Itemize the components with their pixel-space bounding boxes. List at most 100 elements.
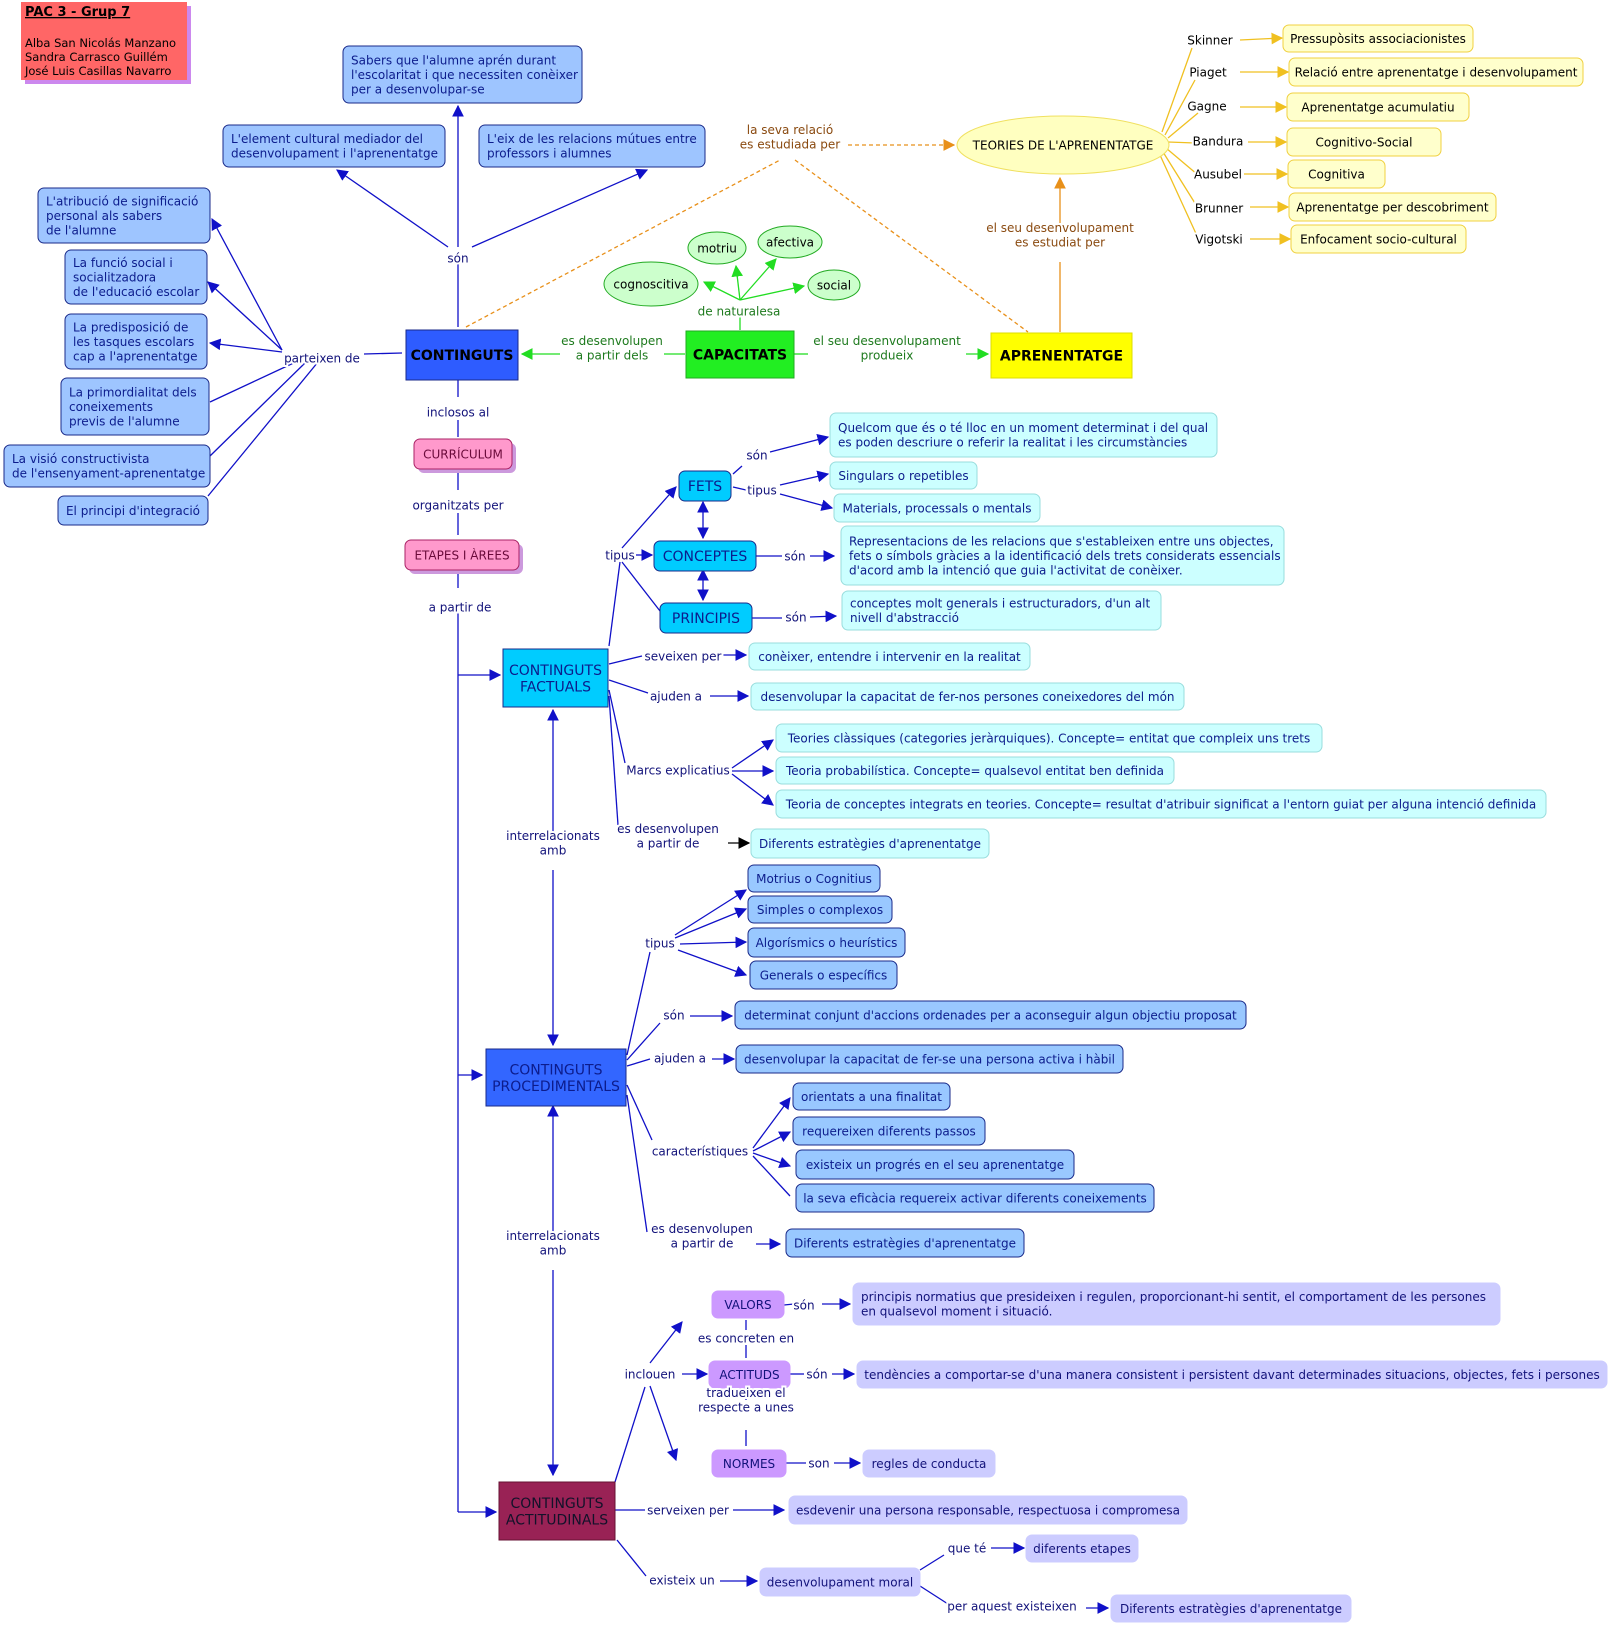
label-desenvolupament-estudiat-text: el seu desenvolupament [986,221,1134,235]
label-inclouen-text: inclouen [625,1367,676,1381]
node-eix-relacions: L'eix de les relacions mútues entreprofe… [478,124,706,168]
node-etapes-arees: ETAPES I ÀREES [404,539,523,574]
node-atribucio-text: personal als sabers [46,209,162,223]
node-sabers-text: Sabers que l'alumne aprén durant [351,53,556,67]
label-interrelacionats-1-text: amb [540,844,567,858]
node-fets-text: FETS [688,479,722,495]
node-diferents-etapes-text: diferents etapes [1033,1542,1131,1556]
node-cognoscitiva-text: cognoscitiva [613,277,688,291]
header-box: PAC 3 - Grup 7 Alba San Nicolás Manzano … [21,2,191,84]
node-principi-integracio-text: El principi d'integració [66,504,200,518]
node-eficacia: la seva eficàcia requereix activar difer… [795,1183,1155,1213]
node-fets-definicio-text: Quelcom que és o té lloc en un moment de… [838,421,1208,435]
label-bandura: Bandura [1191,132,1246,150]
label-skinner-text: Skinner [1187,33,1232,47]
node-progres: existeix un progrés en el seu aprenentat… [795,1149,1075,1180]
node-principi-integracio: El principi d'integració [57,495,209,526]
node-cognoscitiva: cognoscitiva [603,261,699,307]
label-tipus-text: tipus [605,548,635,562]
node-teories-classiques-text: Teories clàssiques (categories jeràrquiq… [787,731,1311,745]
node-social: social [807,269,861,301]
label-seveixen-per-text: seveixen per [645,649,722,663]
node-principis-text: PRINCIPIS [672,611,740,627]
label-vigotski-text: Vigotski [1195,232,1242,246]
label-son-fets-text: són [746,448,767,462]
node-aprenentatge: APRENENTATGE [990,332,1133,379]
node-primordialitat: La primordialitat delsconeixementsprevis… [60,377,210,436]
node-algorismics: Algorísmics o heurístics [747,927,906,958]
label-desenvolupament-produeix-text: el seu desenvolupament [813,334,961,348]
node-normes-text: NORMES [723,1457,775,1471]
label-existeix-un: existeix un [647,1571,716,1589]
node-eficacia-text: la seva eficàcia requereix activar difer… [803,1191,1147,1205]
node-regles-conducta: regles de conducta [862,1449,996,1478]
node-estrategies-actitudinals: Diferents estratègies d'aprenentatge [1110,1594,1352,1623]
label-tipus: tipus [603,546,637,564]
label-es-concreten-en-text: es concreten en [698,1331,794,1345]
node-afectiva-text: afectiva [766,235,814,249]
node-valors-text: VALORS [724,1298,771,1312]
node-social-text: social [817,278,851,292]
node-atribucio-text: L'atribució de significació [46,194,198,208]
label-organitzats-per-text: organitzats per [412,498,503,512]
label-a-partir-de: a partir de [427,598,494,616]
node-relacio-aprenentatge-text: Relació entre aprenentatge i desenvolupa… [1295,65,1578,79]
node-principis: PRINCIPIS [659,602,753,634]
node-element-cultural-text: desenvolupament i l'aprenentatge [231,147,438,161]
label-son-valors-text: són [793,1298,814,1312]
node-orientats-text: orientats a una finalitat [801,1090,942,1104]
node-fets-definicio-text: es poden descriure o referir la realitat… [838,436,1187,450]
label-de-naturalesa: de naturalesa [696,302,783,320]
label-ajuden-a-text: ajuden a [650,689,702,703]
node-simples: Simples o complexos [747,895,893,924]
node-aprenentatge-descobriment-text: Aprenentatge per descobriment [1296,200,1489,214]
node-actituds: ACTITUDS [708,1360,791,1389]
node-singulars: Singulars o repetibles [829,461,978,490]
label-ajuden-a-procediments-text: ajuden a [654,1051,706,1065]
label-tradueixen-text: respecte a unes [698,1401,794,1415]
node-continguts: CONTINGUTS [405,329,519,381]
node-actituds-text: ACTITUDS [719,1368,779,1382]
node-enfocament: Enfocament socio-cultural [1290,224,1467,254]
node-progres-text: existeix un progrés en el seu aprenentat… [806,1158,1064,1172]
label-a-partir-de-text: a partir de [429,600,492,614]
node-tendencies: tendències a comportar-se d'una manera c… [856,1360,1608,1389]
node-sabers: Sabers que l'alumne aprén durantl'escola… [342,45,583,104]
header-author: Alba San Nicolás Manzano [25,36,176,50]
label-son-principis: són [783,608,808,626]
node-continguts-factuals-text: CONTINGUTS [509,663,602,679]
node-aprenentatge-text: APRENENTATGE [1000,349,1123,365]
node-aprenentatge-descobriment: Aprenentatge per descobriment [1288,192,1497,222]
node-estrategies-procedimentals-text: Diferents estratègies d'aprenentatge [794,1236,1016,1250]
node-conceptes: CONCEPTES [653,540,757,572]
node-generals-especifics: Generals o específics [749,960,898,990]
node-principis-normatius: principis normatius que presideixen i re… [852,1282,1501,1326]
label-son-text: són [447,251,468,265]
node-desenvolupar-coneixedores: desenvolupar la capacitat de fer-nos per… [750,682,1185,711]
label-es-desenvolupen-1-text: a partir de [637,837,700,851]
node-atribucio-text: de l'alumne [46,223,116,237]
node-simples-text: Simples o complexos [757,903,883,917]
label-inclouen: inclouen [623,1365,678,1383]
node-valors: VALORS [711,1290,785,1319]
node-funcio-social-text: socialitzadora [73,270,156,284]
node-cognitiva: Cognitiva [1287,159,1386,189]
node-representacions: Representacions de les relacions que s'e… [840,525,1285,586]
node-visio-constructivista-text: La visió constructivista [12,452,149,466]
label-es-desenvolupen-a-partir-dels-text: es desenvolupen [561,334,663,348]
label-inclosos-al-text: inclosos al [427,405,490,419]
label-son-actituds-text: són [806,1367,827,1381]
label-es-desenvolupen-1-text: es desenvolupen [617,822,719,836]
node-capacitats-text: CAPACITATS [693,348,787,364]
node-coneixer: conèixer, entendre i intervenir en la re… [748,642,1031,671]
node-continguts-actitudinals-text: ACTITUDINALS [506,1512,608,1528]
node-relacio-aprenentatge: Relació entre aprenentatge i desenvolupa… [1288,57,1584,87]
node-continguts-procedimentals-text: PROCEDIMENTALS [492,1079,620,1095]
label-interrelacionats-1-text: interrelacionats [506,829,600,843]
